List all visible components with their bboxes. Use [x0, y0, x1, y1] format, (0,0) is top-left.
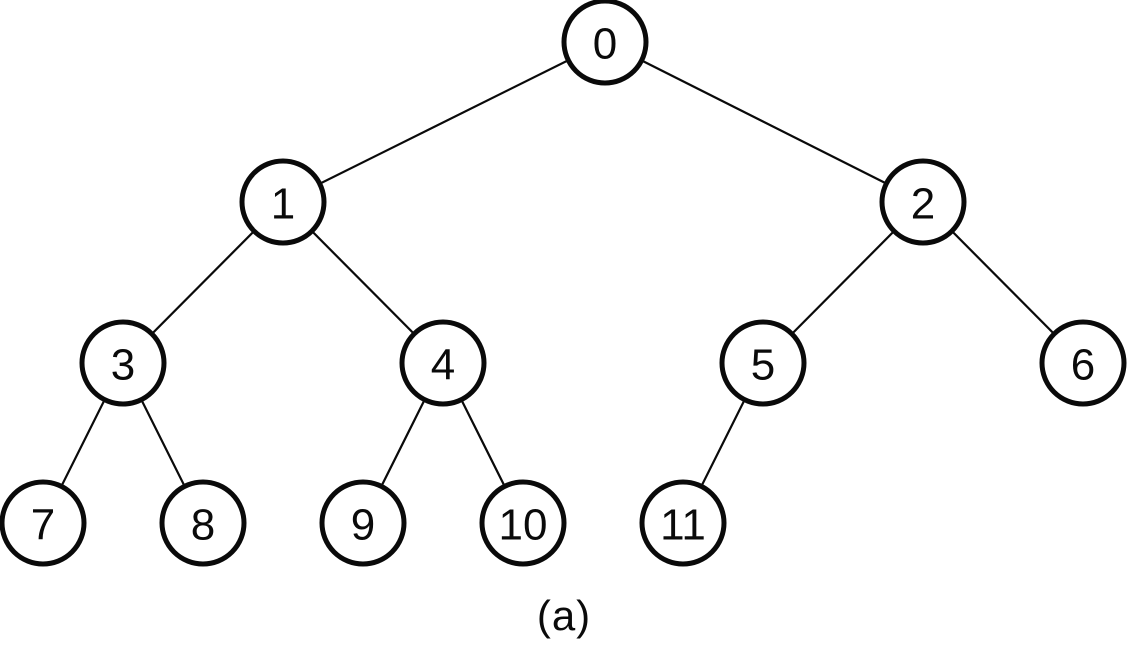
tree-node-label: 8	[191, 500, 215, 549]
tree-node-circle	[879, 158, 967, 246]
tree-node-5: 5	[719, 319, 807, 407]
tree-node-4: 4	[399, 319, 487, 407]
tree-node-label: 0	[593, 19, 617, 68]
tree-node-6: 6	[1039, 319, 1127, 407]
figure-caption: (a)	[536, 592, 592, 639]
tree-node-label: 4	[431, 340, 455, 389]
tree-edge-0-2	[604, 41, 924, 203]
tree-node-9: 9	[319, 479, 407, 567]
tree-node-8: 8	[159, 479, 247, 567]
tree-node-label: 2	[911, 179, 935, 228]
tree-node-circle	[0, 479, 87, 567]
tree-node-label: 6	[1071, 340, 1095, 389]
tree-node-7: 7	[0, 479, 87, 567]
tree-node-10: 10	[479, 479, 567, 567]
tree-node-0: 0	[561, 0, 649, 86]
tree-node-circle	[239, 158, 327, 246]
tree-node-label: 11	[660, 500, 706, 549]
tree-node-circle	[639, 479, 727, 567]
tree-node-label: 5	[751, 340, 775, 389]
tree-node-1: 1	[239, 158, 327, 246]
tree-node-label: 10	[499, 500, 548, 549]
tree-node-circle	[719, 319, 807, 407]
tree-edge-0-1	[282, 41, 606, 203]
tree-node-circle	[79, 319, 167, 407]
tree-node-circle	[319, 479, 407, 567]
tree-node-circle	[399, 319, 487, 407]
tree-node-circle	[561, 0, 649, 86]
tree-node-11: 11	[639, 479, 727, 567]
tree-node-circle	[1039, 319, 1127, 407]
tree-node-circle	[159, 479, 247, 567]
tree-node-3: 3	[79, 319, 167, 407]
tree-node-2: 2	[879, 158, 967, 246]
tree-node-circle	[479, 479, 567, 567]
tree-node-label: 3	[111, 340, 135, 389]
tree-node-label: 9	[351, 500, 375, 549]
tree-node-label: 1	[271, 179, 295, 228]
tree-node-label: 7	[31, 500, 55, 549]
